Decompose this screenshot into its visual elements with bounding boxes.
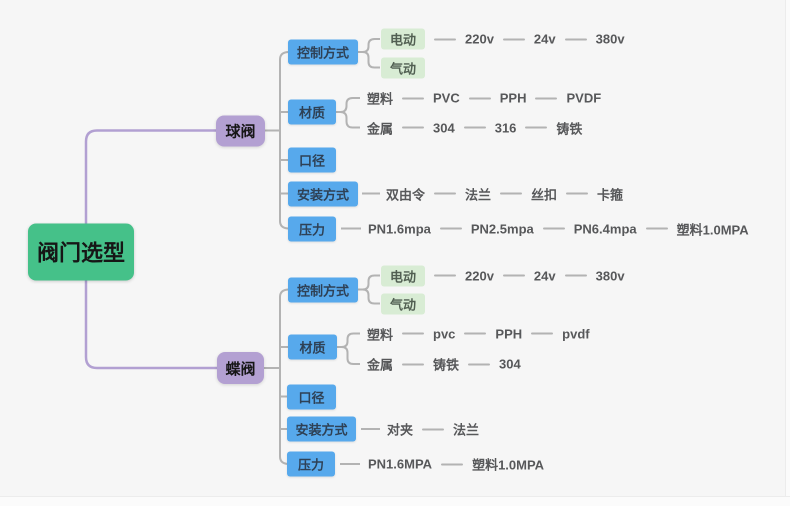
chain-separator [542, 227, 565, 230]
leaf-row: 双由令 法兰 丝扣 卡箍 [386, 184, 623, 203]
leaf-node[interactable]: 380v [595, 31, 625, 47]
chain-separator [434, 38, 456, 40]
chain-separator [402, 126, 425, 129]
chain-separator [525, 126, 548, 129]
leaf-node[interactable]: PN6.4mpa [573, 221, 637, 236]
leaf-row: 塑料 pvc PPH pvdf [367, 324, 590, 343]
leaf-node[interactable]: 法兰 [465, 187, 492, 202]
chain-separator [500, 192, 523, 195]
leaf-node[interactable]: 金属 [367, 357, 394, 373]
leaf-node[interactable]: PN2.5mpa [470, 221, 534, 236]
leaf-row: 塑料 PVC PPH PVDF [367, 89, 601, 108]
chain-separator [645, 227, 668, 230]
chain-separator [422, 428, 445, 430]
topic-node-material[interactable]: 材质 [288, 99, 336, 125]
branch-node-ball-valve[interactable]: 球阀 [216, 115, 265, 146]
chain-separator [564, 274, 587, 277]
scrollbar-track-vertical[interactable] [785, 0, 790, 506]
leaf-row: 气动 [381, 57, 425, 78]
leaf-node[interactable]: 丝扣 [531, 187, 558, 202]
ball-valve-connectors [265, 38, 380, 230]
leaf-node[interactable]: 316 [494, 120, 517, 135]
topic-node-pressure[interactable]: 压力 [287, 451, 335, 477]
topic-node-pressure[interactable]: 压力 [288, 216, 336, 241]
chain-separator [566, 192, 589, 195]
leaf-node[interactable]: 塑料 [367, 327, 394, 342]
leaf-node[interactable]: PN1.6MPA [368, 456, 433, 472]
chain-separator [564, 38, 587, 40]
leaf-node[interactable]: PPH [495, 326, 523, 341]
leaf-node[interactable]: 法兰 [453, 422, 480, 438]
root-node[interactable]: 阀门选型 [28, 223, 134, 280]
leaf-node[interactable]: 塑料 [367, 91, 394, 107]
chain-separator [468, 97, 491, 99]
leaf-row: 对夹 法兰 [387, 420, 479, 439]
leaf-node[interactable]: 铸铁 [433, 357, 460, 373]
leaf-node[interactable]: 304 [499, 356, 521, 372]
topic-node-installation[interactable]: 安装方式 [288, 181, 358, 206]
chain-separator [434, 274, 456, 277]
chain-separator [439, 227, 462, 230]
leaf-node[interactable]: PVC [433, 90, 460, 106]
topic-node-diameter[interactable]: 口径 [288, 147, 336, 173]
leaf-node[interactable]: 220v [465, 31, 494, 47]
chain-separator [402, 363, 425, 365]
leaf-row: PN1.6mpa PN2.5mpa PN6.4mpa 塑料1.0MPA [368, 219, 749, 238]
leaf-node[interactable]: 304 [433, 120, 455, 135]
chain-separator [463, 126, 486, 129]
leaf-node[interactable]: 金属 [367, 121, 394, 136]
leaf-node[interactable]: PPH [499, 90, 527, 106]
scrollbar-track-horizontal[interactable] [0, 496, 790, 506]
chain-separator [441, 463, 464, 465]
leaf-node[interactable]: 380v [595, 268, 625, 283]
leaf-node[interactable]: 塑料1.0MPA [676, 222, 749, 237]
leaf-row: 电动 220v 24v 380v [381, 28, 625, 50]
branch-node-butterfly-valve[interactable]: 蝶阀 [217, 352, 264, 384]
chain-separator [502, 274, 525, 277]
leaf-node[interactable]: pvdf [562, 326, 590, 341]
leaf-node[interactable]: 24v [533, 268, 556, 283]
leaf-node[interactable]: 铸铁 [556, 121, 583, 136]
chain-separator [531, 332, 554, 335]
leaf-node[interactable]: 卡箍 [597, 187, 624, 202]
chain-separator [464, 332, 487, 335]
leaf-node[interactable]: 塑料1.0MPA [472, 457, 545, 473]
chain-separator [402, 332, 425, 335]
topic-node-material[interactable]: 材质 [288, 334, 337, 360]
leaf-row: 金属 铸铁 304 [367, 355, 521, 374]
chain-separator [434, 192, 457, 195]
leaf-node[interactable]: 对夹 [387, 422, 414, 438]
topic-node-control-mode[interactable]: 控制方式 [288, 39, 358, 65]
butterfly-valve-connectors [264, 274, 380, 465]
leaf-node[interactable]: 气动 [381, 293, 425, 314]
leaf-node[interactable]: 220v [465, 268, 494, 283]
leaf-node[interactable]: PN1.6mpa [368, 221, 431, 236]
chain-separator [402, 97, 425, 99]
leaf-row: 气动 [381, 293, 425, 314]
topic-node-installation[interactable]: 安装方式 [287, 416, 356, 442]
chain-separator [502, 38, 525, 40]
topic-node-control-mode[interactable]: 控制方式 [288, 277, 358, 302]
leaf-node[interactable]: PVDF [566, 90, 602, 106]
leaf-row: PN1.6MPA 塑料1.0MPA [368, 455, 544, 474]
chain-separator [535, 97, 558, 99]
topic-node-diameter[interactable]: 口径 [287, 384, 336, 409]
leaf-node[interactable]: 24v [533, 31, 556, 47]
leaf-row: 金属 304 316 铸铁 [367, 118, 582, 137]
leaf-row: 电动 220v 24v 380v [381, 265, 625, 286]
chain-separator [468, 363, 491, 365]
leaf-node[interactable]: pvc [433, 326, 456, 341]
leaf-node[interactable]: 气动 [381, 57, 425, 78]
leaf-node[interactable]: 电动 [381, 265, 425, 286]
leaf-node[interactable]: 双由令 [386, 187, 426, 202]
leaf-node[interactable]: 电动 [381, 28, 425, 50]
